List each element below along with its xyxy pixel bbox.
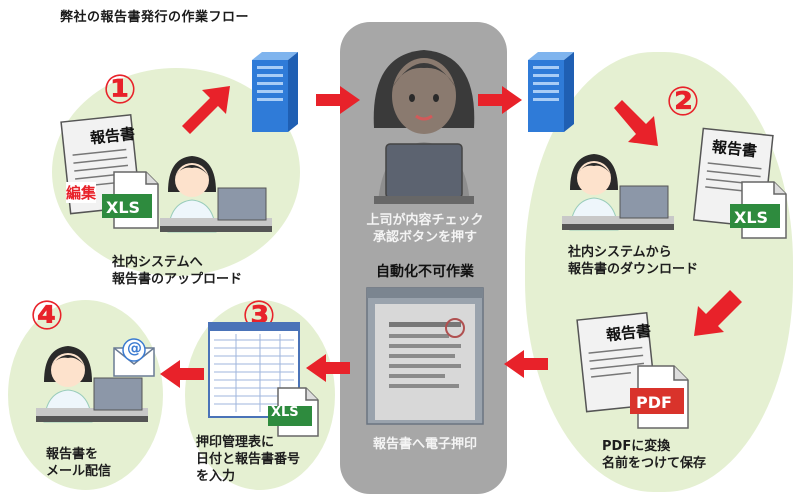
pdf-badge: PDF [636, 393, 672, 412]
arrow-to-approval [316, 86, 360, 114]
step3-caption: 押印管理表に 日付と報告書番号 を入力 [196, 434, 346, 485]
server-icon-right [528, 52, 574, 132]
step4-number: ④ [30, 293, 64, 339]
step2-xls-badge: XLS [734, 208, 769, 227]
step3-caption-line3: を入力 [196, 469, 236, 484]
step2b-caption: PDFに変換 名前をつけて保存 [602, 438, 762, 472]
step1-xls-badge: XLS [106, 198, 141, 217]
step3-xls-badge: XLS [271, 405, 299, 420]
step2-caption: 社内システムから 報告書のダウンロード [568, 244, 738, 278]
step1-caption: 社内システムへ 報告書のアップロード [112, 254, 262, 288]
step4-caption-line2: メール配信 [46, 464, 112, 479]
step1-caption-line1: 社内システムへ [112, 255, 203, 270]
arrow-to-step3 [306, 354, 350, 382]
server-icon-left [252, 52, 298, 132]
step4-person-icon [36, 346, 148, 423]
pdf-icon [630, 365, 689, 429]
step2-number: ② [666, 79, 700, 125]
step2-person-icon [562, 154, 674, 231]
step1-person-icon [160, 156, 272, 233]
mail-icon [113, 338, 155, 377]
arrow-from-approval [478, 86, 522, 114]
arrow-to-step4 [160, 360, 204, 388]
upload-arrow [182, 86, 230, 134]
stamp-caption: 報告書へ電子押印 [372, 437, 477, 452]
step4-caption: 報告書を メール配信 [46, 446, 166, 480]
step2-xls-icon [730, 181, 787, 239]
step2-caption-line1: 社内システムから [568, 245, 672, 260]
step2-caption-line2: 報告書のダウンロード [568, 262, 699, 277]
approval-caption-line1: 上司が内容チェック [366, 213, 484, 228]
step1-edit-label: 編集 [66, 182, 97, 203]
step1-caption-line2: 報告書のアップロード [112, 272, 243, 287]
step3-xls-icon [268, 387, 319, 437]
step2b-caption-line1: PDFに変換 [602, 439, 671, 454]
arrow-to-stamp [504, 350, 548, 378]
step1-xls-icon [102, 171, 159, 229]
download-arrow [614, 100, 658, 146]
stamped-report-icon [366, 287, 484, 425]
step3-caption-line2: 日付と報告書番号 [196, 452, 301, 467]
step3-caption-line1: 押印管理表に [196, 435, 275, 450]
approval-caption-line2: 承認ボタンを押す [372, 230, 477, 245]
step2b-document-icon [576, 311, 658, 413]
step2b-caption-line2: 名前をつけて保存 [602, 456, 707, 471]
step4-caption-line1: 報告書を [46, 447, 99, 462]
manual-task-label: 自動化不可作業 [376, 264, 474, 280]
approval-caption: 上司が内容チェック 承認ボタンを押す [350, 212, 500, 246]
mail-at-symbol: @ [127, 339, 142, 357]
page-title: 弊社の報告書発行の作業フロー [60, 10, 250, 25]
manager-person-icon [373, 50, 475, 204]
convert-arrow [694, 290, 742, 336]
step1-number: ① [103, 67, 137, 113]
